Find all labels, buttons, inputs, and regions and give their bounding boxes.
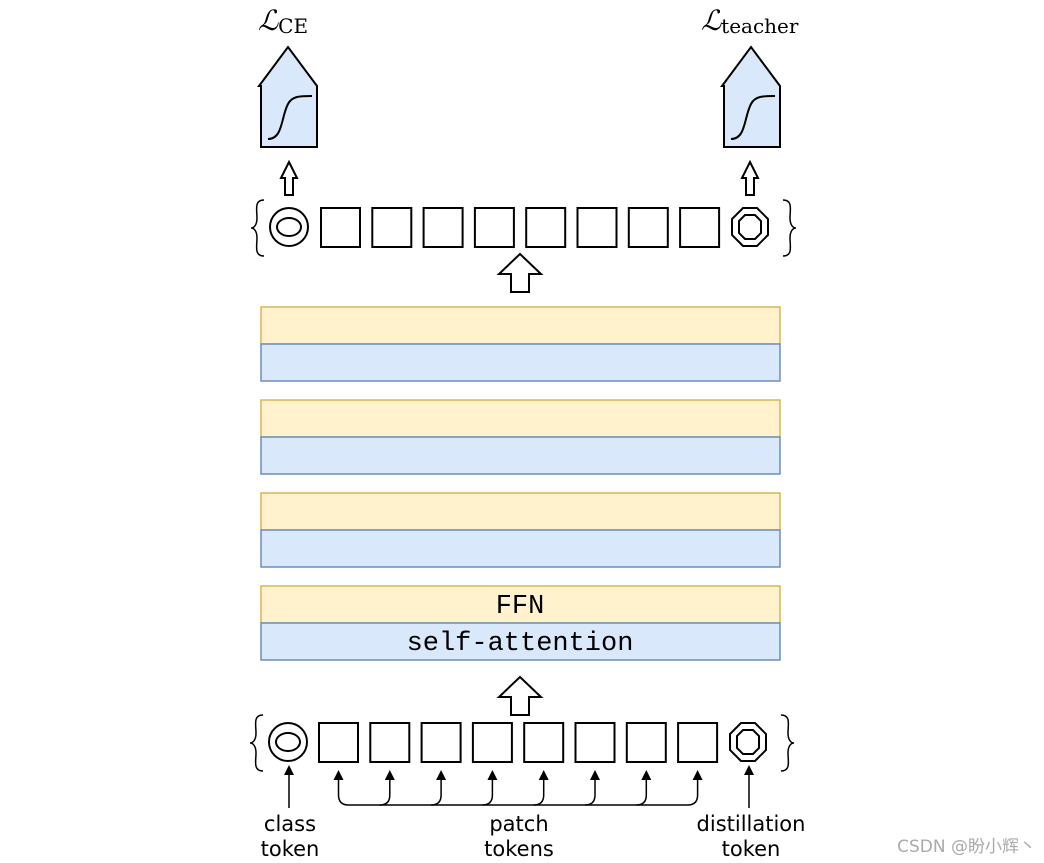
transformer-block bbox=[260, 306, 781, 382]
arrowhead bbox=[333, 770, 344, 780]
output-patch-token bbox=[473, 207, 515, 248]
transformer-block bbox=[260, 492, 781, 568]
ffn-label: FFN bbox=[496, 592, 545, 622]
loss-ce-arrow-box bbox=[257, 45, 318, 148]
attention-layer bbox=[260, 529, 781, 568]
double-ellipse-icon bbox=[269, 207, 309, 247]
ffn-layer bbox=[260, 306, 781, 345]
transformer-block bbox=[260, 399, 781, 475]
arrowhead bbox=[384, 770, 395, 780]
arrow-input-to-layers bbox=[496, 675, 544, 716]
input-patch-token bbox=[677, 722, 719, 763]
right-brace bbox=[782, 199, 797, 257]
double-octagon-icon bbox=[731, 207, 769, 247]
patch-branch bbox=[636, 778, 648, 806]
attention-layer bbox=[260, 436, 781, 475]
double-ellipse-icon bbox=[268, 722, 308, 762]
input-token-row bbox=[249, 714, 795, 772]
arrowhead bbox=[692, 770, 703, 780]
input-patch-token bbox=[523, 722, 565, 763]
loss-teacher-label: ℒteacher bbox=[701, 4, 799, 38]
arrowhead bbox=[487, 770, 498, 780]
loss-teacher-head: ℒteacher bbox=[701, 4, 799, 148]
output-patch-token bbox=[371, 207, 413, 248]
transformer-block: FFN self-attention bbox=[260, 585, 781, 661]
left-brace bbox=[250, 199, 265, 257]
patch-branch bbox=[482, 778, 494, 806]
arrow-to-loss-teacher bbox=[740, 159, 760, 196]
patch-branch bbox=[379, 778, 391, 806]
self-attention-label: self-attention bbox=[407, 629, 634, 659]
patch-tokens-label-line2: tokens bbox=[484, 837, 554, 861]
output-patch-token bbox=[525, 207, 567, 248]
class-token-label-line1: class bbox=[264, 812, 316, 836]
patch-token-arrows bbox=[333, 770, 703, 806]
token-labels: class token patch tokens distillation to… bbox=[261, 812, 806, 861]
output-patch-token bbox=[627, 207, 669, 248]
patch-branch bbox=[584, 778, 596, 806]
output-token-row bbox=[250, 199, 797, 257]
class-token-label-line2: token bbox=[261, 837, 320, 861]
arrowhead bbox=[436, 770, 447, 780]
arrowhead bbox=[538, 770, 549, 780]
input-patch-token bbox=[420, 722, 462, 763]
arrowhead bbox=[590, 770, 600, 780]
arrow-layers-to-output bbox=[496, 252, 544, 293]
transformer-layers: FFN self-attention bbox=[260, 306, 781, 661]
loss-ce-head: ℒCE bbox=[257, 4, 318, 148]
output-patch-token bbox=[576, 207, 618, 248]
left-brace bbox=[249, 714, 264, 772]
output-patch-token bbox=[422, 207, 464, 248]
input-patch-token bbox=[574, 722, 616, 763]
output-patch-token bbox=[320, 207, 361, 248]
ffn-layer bbox=[260, 399, 781, 438]
double-octagon-icon bbox=[729, 722, 767, 762]
patch-branch bbox=[431, 778, 442, 806]
sigmoid-curve-icon bbox=[730, 95, 776, 140]
patch-branch bbox=[533, 778, 545, 806]
input-patch-token bbox=[318, 722, 359, 763]
input-patch-token bbox=[625, 722, 667, 763]
watermark: CSDN @盼小辉丶 bbox=[897, 837, 1036, 857]
patch-bracket bbox=[337, 778, 699, 806]
loss-teacher-arrow-box bbox=[720, 45, 781, 148]
distillation-token-label-line1: distillation bbox=[697, 812, 806, 836]
right-brace bbox=[780, 714, 795, 772]
arrowhead bbox=[641, 770, 652, 780]
input-patch-token bbox=[369, 722, 411, 763]
ffn-layer bbox=[260, 492, 781, 531]
input-patch-token bbox=[471, 722, 513, 763]
distillation-token-label-line2: token bbox=[722, 837, 781, 861]
attention-layer bbox=[260, 343, 781, 382]
attention-layer bbox=[260, 622, 781, 661]
ffn-layer bbox=[260, 585, 781, 624]
output-patch-token bbox=[679, 207, 721, 248]
patch-tokens-label-line1: patch bbox=[489, 812, 548, 836]
loss-ce-label: ℒCE bbox=[258, 4, 308, 38]
arrow-to-loss-ce bbox=[279, 159, 299, 196]
sigmoid-curve-icon bbox=[267, 95, 313, 140]
